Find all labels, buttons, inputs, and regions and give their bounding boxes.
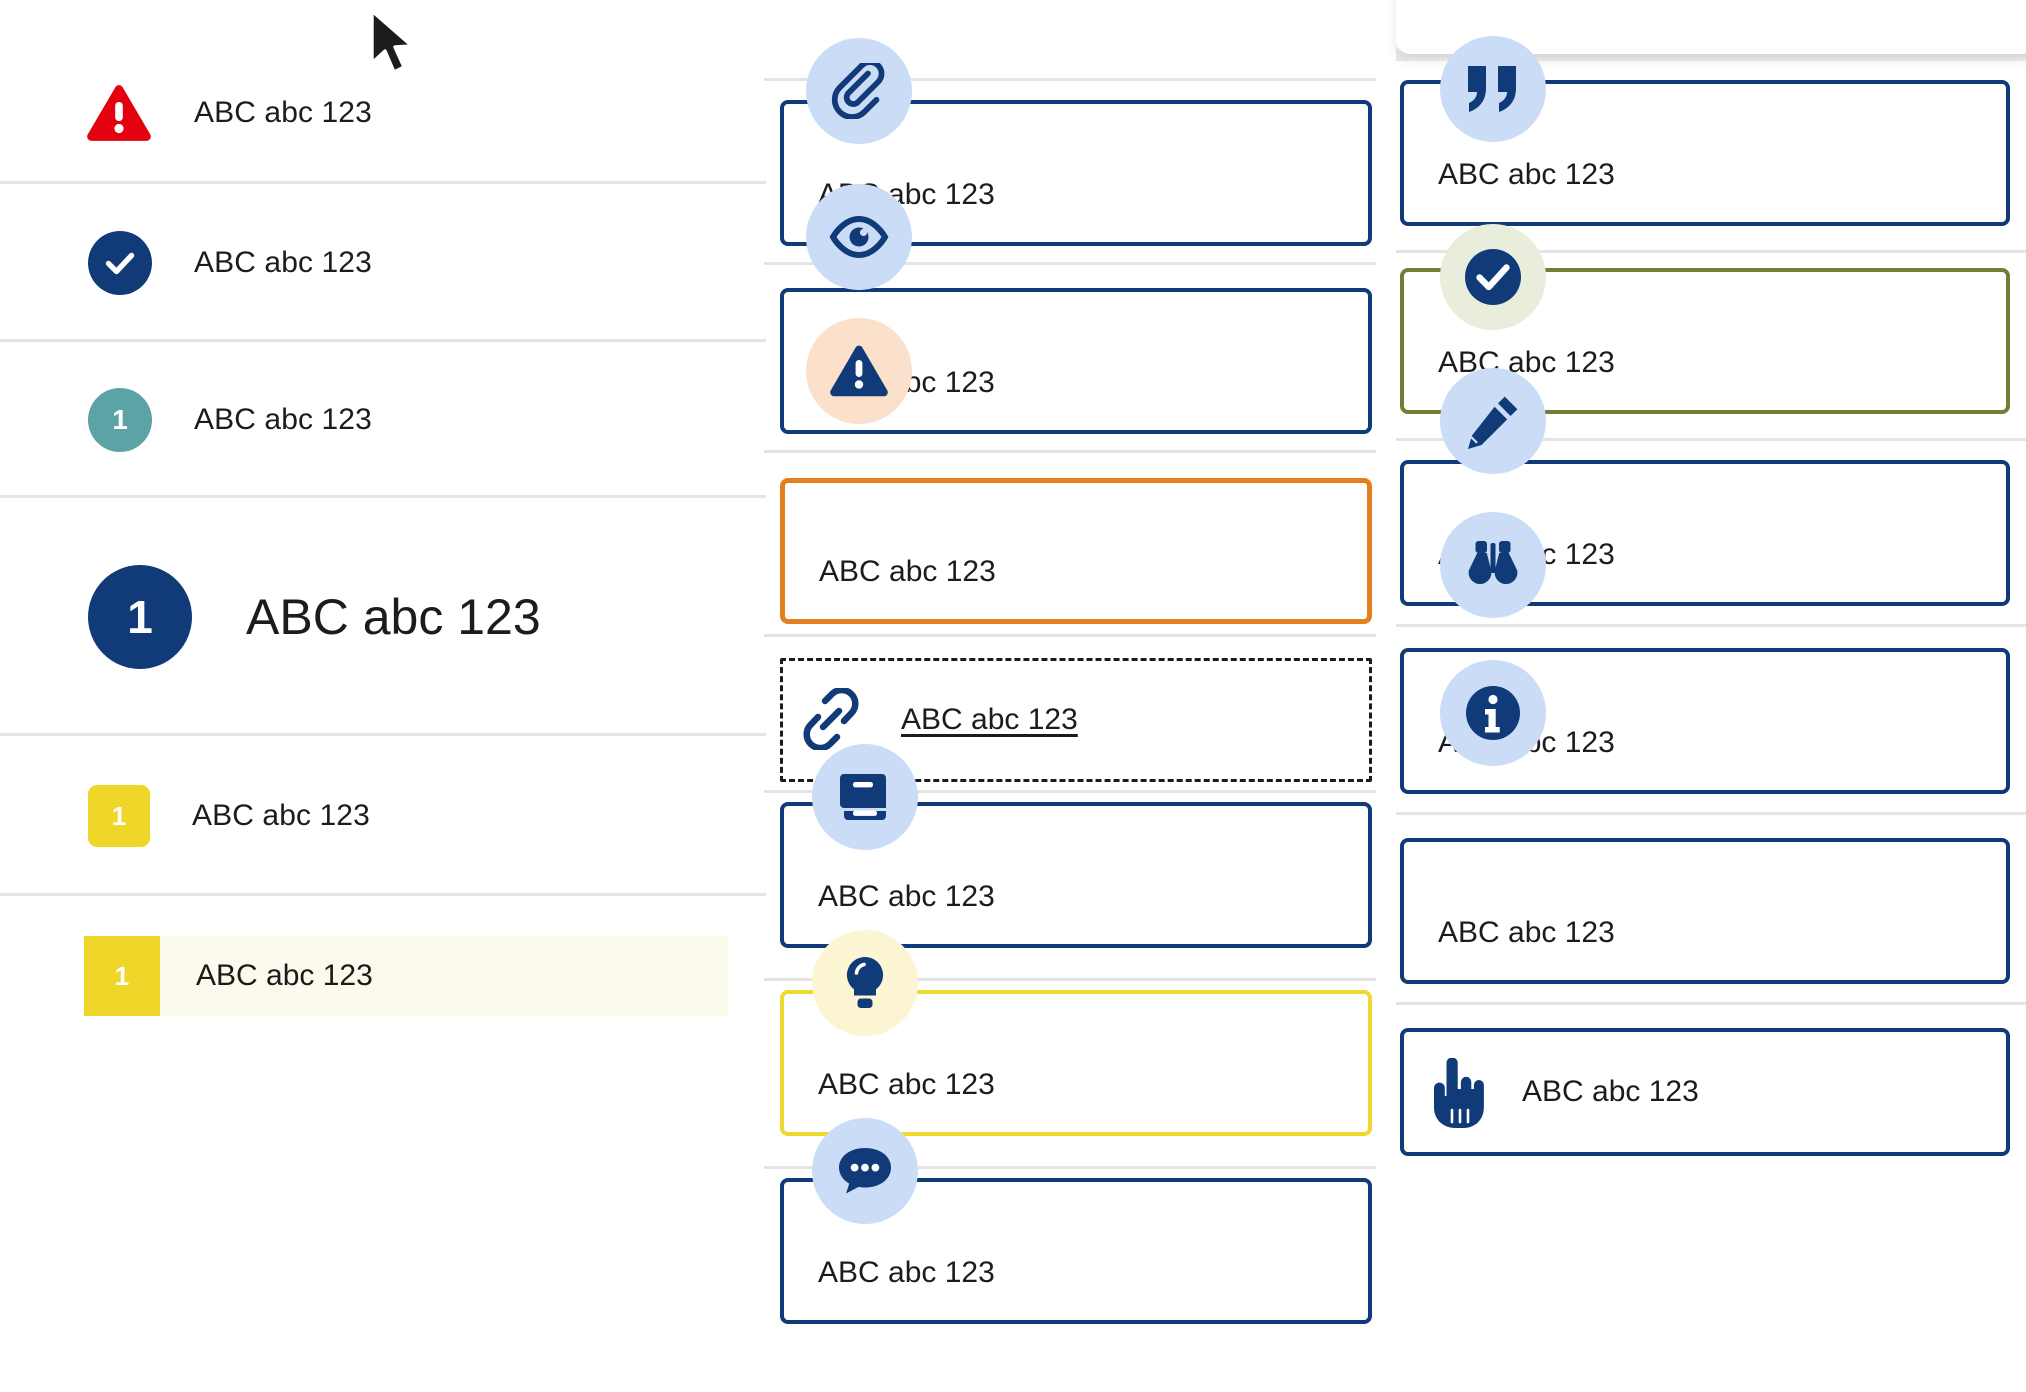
eye-icon [806, 184, 912, 290]
legend-row-highlighted[interactable]: 1 ABC abc 123 [84, 936, 728, 1016]
binoculars-icon [1440, 512, 1546, 618]
column-divider [1396, 812, 2026, 815]
column-divider [764, 450, 1376, 453]
card-label-action: ABC abc 123 [1522, 1075, 1699, 1108]
legend-label-highlighted: ABC abc 123 [196, 959, 373, 992]
divider [0, 339, 766, 342]
card-action[interactable]: ABC abc 123 [1400, 1028, 2010, 1156]
legend-row-yellow-step[interactable]: 1 ABC abc 123 [0, 736, 766, 896]
legend-label-check: ABC abc 123 [194, 246, 372, 279]
divider [0, 733, 766, 736]
column-divider [764, 978, 1376, 981]
link-icon [800, 686, 862, 755]
legend-row-check[interactable]: ABC abc 123 [0, 184, 766, 342]
legend-row-teal-step[interactable]: 1 ABC abc 123 [0, 342, 766, 498]
mouse-pointer-icon [366, 8, 424, 85]
warning-triangle-icon [806, 318, 912, 424]
legend-row-alert[interactable]: ABC abc 123 [0, 42, 766, 184]
card-label-link: ABC abc 123 [901, 703, 1078, 736]
column-divider [1396, 438, 2026, 441]
lightbulb-icon [812, 930, 918, 1036]
check-circle-icon [88, 231, 152, 295]
card-label-comment: ABC abc 123 [818, 1256, 995, 1289]
column-divider [1396, 624, 2026, 627]
column-divider [764, 634, 1376, 637]
column-divider [764, 790, 1376, 793]
card-comment[interactable]: ABC abc 123 [780, 1178, 1372, 1324]
badge-value: 1 [111, 800, 127, 831]
column-divider [764, 262, 1376, 265]
card-label-tip: ABC abc 123 [818, 1068, 995, 1101]
card-label-warning: ABC abc 123 [819, 555, 996, 588]
pencil-icon [1440, 368, 1546, 474]
check-circle-icon [1440, 224, 1546, 330]
badge-value: 1 [112, 404, 128, 435]
column-divider [1396, 250, 2026, 253]
legend-label-alert: ABC abc 123 [194, 96, 372, 129]
divider [0, 893, 766, 896]
column-divider [1396, 1002, 2026, 1005]
chat-bubble-icon [812, 1118, 918, 1224]
warning-triangle-icon [86, 84, 152, 142]
column-divider [1396, 58, 2026, 61]
divider [0, 181, 766, 184]
pointing-hand-icon [1426, 1057, 1486, 1135]
book-icon [812, 744, 918, 850]
badge-value: 1 [127, 591, 153, 643]
divider [0, 495, 766, 498]
number-badge-teal: 1 [88, 388, 152, 452]
info-circle-icon [1440, 660, 1546, 766]
card-label-quote: ABC abc 123 [1438, 158, 1615, 191]
left-legend-column: ABC abc 123 ABC abc 123 1 ABC abc 123 1 … [0, 0, 766, 1392]
column-divider [764, 78, 1376, 81]
card-warning[interactable]: ABC abc 123 [780, 478, 1372, 624]
badge-value: 1 [114, 960, 130, 991]
paperclip-icon [806, 38, 912, 144]
column-divider [764, 1166, 1376, 1169]
legend-row-hero-step[interactable]: 1 ABC abc 123 [0, 498, 766, 736]
legend-label-yellow-step: ABC abc 123 [192, 799, 370, 832]
legend-label-hero-step: ABC abc 123 [246, 589, 541, 645]
card-label-reference: ABC abc 123 [818, 880, 995, 913]
number-badge-large: 1 [88, 565, 192, 669]
card-info[interactable]: ABC abc 123 [1400, 838, 2010, 984]
number-badge-yellow: 1 [88, 785, 150, 847]
legend-label-teal-step: ABC abc 123 [194, 403, 372, 436]
card-label-info: ABC abc 123 [1438, 916, 1615, 949]
number-badge-highlighted: 1 [84, 936, 160, 1016]
quote-icon [1440, 36, 1546, 142]
